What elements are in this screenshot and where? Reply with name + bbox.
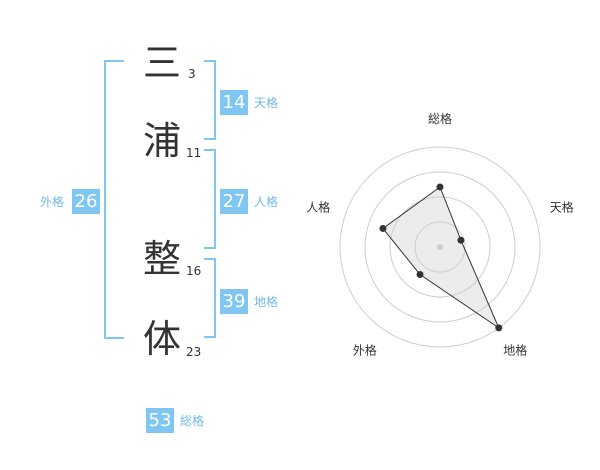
gaikaku-bracket — [104, 60, 124, 339]
radar-center-dot — [437, 244, 443, 250]
radar-point — [436, 183, 444, 191]
stroke-count-1: 3 — [188, 67, 196, 81]
stroke-count-4: 23 — [186, 345, 202, 359]
name-char-3: 整 — [142, 237, 181, 281]
soukaku-badge: 53 — [146, 408, 174, 433]
chikaku-label: 地格 — [254, 295, 279, 309]
radar-point — [495, 324, 503, 332]
jinkaku-bracket — [204, 149, 216, 249]
radar-ring — [414, 221, 466, 273]
gaikaku-label: 外格 — [40, 195, 65, 209]
tenkaku-badge: 14 — [220, 90, 248, 115]
radar-axis-label: 外格 — [353, 343, 377, 358]
stroke-count-2: 11 — [186, 146, 202, 160]
jinkaku-label: 人格 — [254, 195, 279, 209]
name-char-1: 三 — [142, 41, 181, 85]
stroke-count-3: 16 — [186, 264, 202, 278]
name-char-2: 浦 — [142, 119, 181, 163]
radar-ring — [389, 196, 491, 298]
radar-point — [457, 236, 465, 244]
name-char-4: 体 — [142, 317, 181, 361]
chikaku-badge: 39 — [220, 289, 248, 314]
tenkaku-label: 天格 — [254, 96, 279, 110]
tenkaku-bracket — [204, 60, 216, 140]
jinkaku-badge: 27 — [220, 189, 248, 214]
radar-axis-label: 天格 — [550, 199, 574, 214]
gaikaku-badge: 26 — [72, 189, 100, 214]
radar-ring — [364, 171, 516, 323]
radar-axis-label: 人格 — [306, 199, 330, 214]
radar-point — [416, 271, 424, 279]
radar-ring — [339, 146, 541, 348]
radar-axis-label: 総格 — [428, 111, 452, 126]
radar-point — [379, 224, 387, 232]
radar-axis-label: 地格 — [503, 343, 527, 358]
soukaku-label: 総格 — [180, 414, 205, 428]
radar-polygon — [382, 186, 500, 330]
chikaku-bracket — [204, 258, 216, 338]
